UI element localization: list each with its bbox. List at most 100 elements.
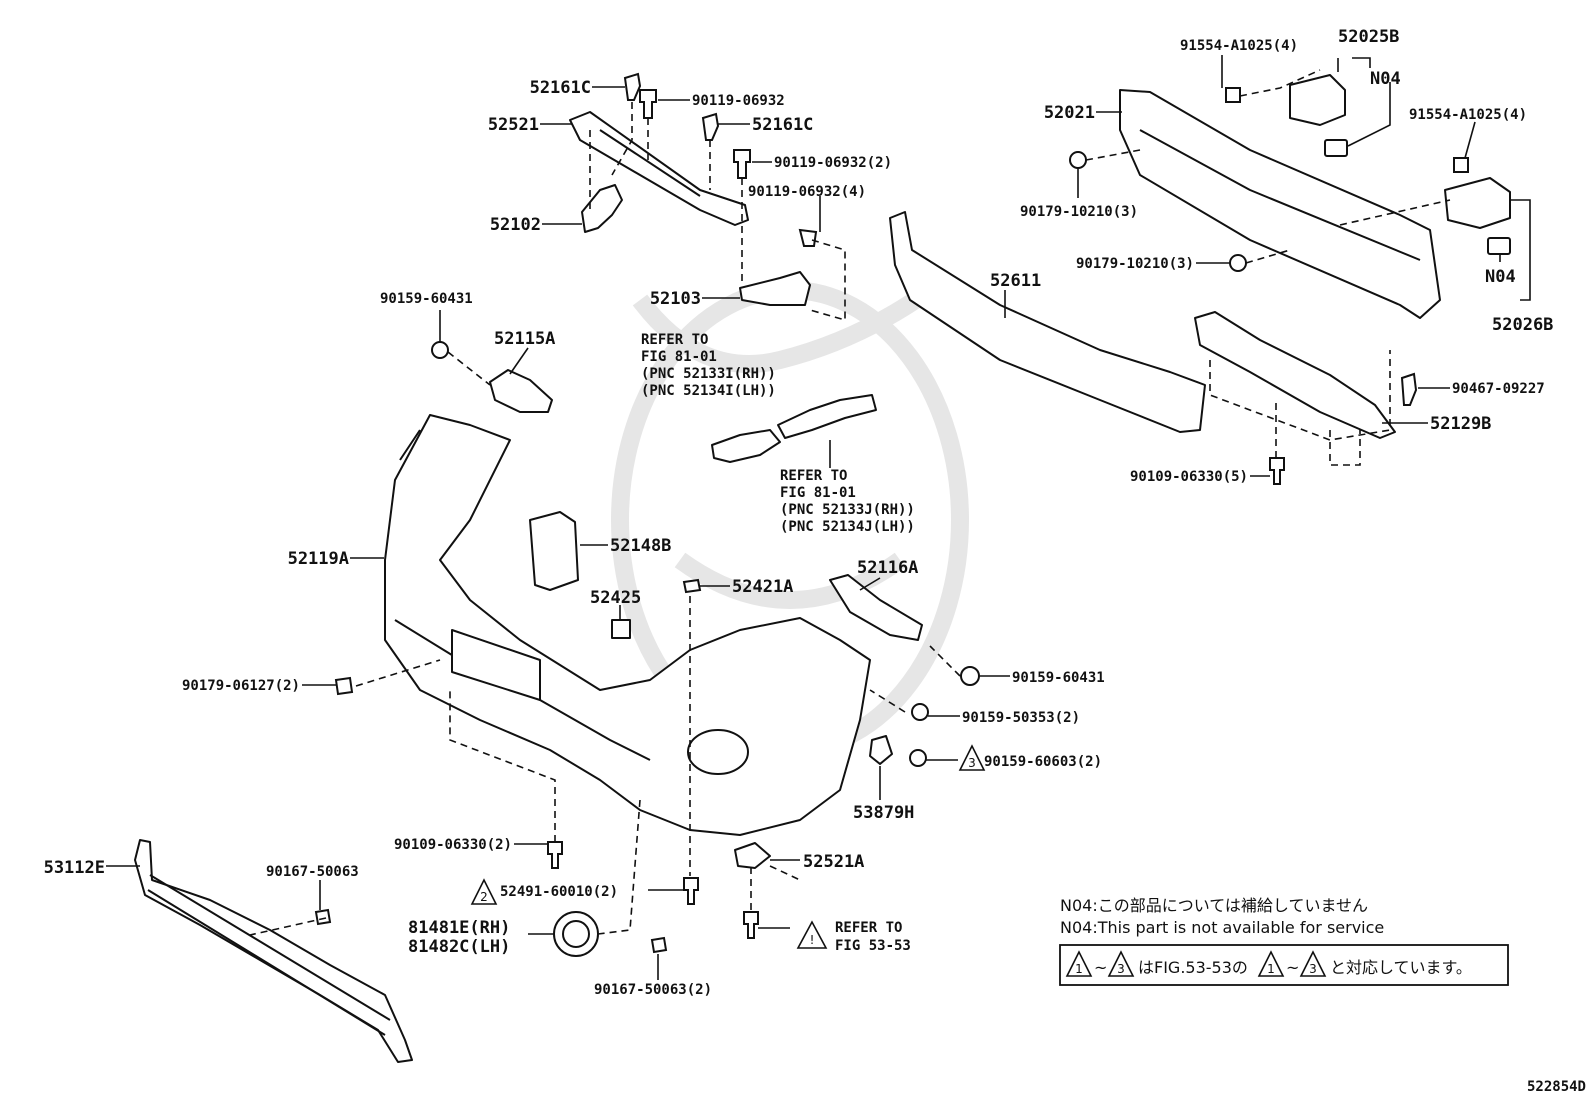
bolt-90119-top-icon <box>639 89 657 119</box>
clip-90467-icon <box>1400 372 1418 406</box>
diagram-id: 522854D <box>1527 1079 1586 1095</box>
label-81481E: 81481E(RH) <box>408 918 510 938</box>
spacer-n04-top <box>1324 139 1348 157</box>
label-90167-50063-a: 90167-50063 <box>266 864 359 880</box>
note-box-mark-1a: 1 <box>1075 962 1083 976</box>
fog-cover-ring-inner <box>562 920 590 948</box>
refer-fig81-a-line3: (PNC 52133I(RH)) <box>641 366 776 382</box>
bolt-90109-2-icon <box>547 841 563 869</box>
refer-fig53-line2: FIG 53-53 <box>835 938 911 954</box>
reinforcement-52021-edge <box>1139 129 1421 261</box>
note-box-text-1: はFIG.53-53の <box>1138 958 1248 977</box>
license-bracket-shape <box>451 629 541 701</box>
harness-rh-shape <box>711 429 781 463</box>
bolt-90119-low-icon <box>798 228 818 247</box>
bolt-52491-icon <box>683 877 699 905</box>
pad-52425-shape <box>611 619 631 639</box>
refer-fig81-a: REFER TO FIG 81-01 (PNC 52133I(RH)) (PNC… <box>641 332 776 399</box>
label-52119A: 52119A <box>288 549 349 569</box>
bracket-52116A-shape <box>829 574 923 641</box>
label-90179-06127: 90179-06127(2) <box>182 678 300 694</box>
clip-53879H-shape <box>869 735 893 765</box>
label-52425: 52425 <box>590 588 641 608</box>
note-box-mark-3b: 3 <box>1309 962 1317 976</box>
absorber-52611-shape <box>889 211 1206 433</box>
spacer-n04-right <box>1487 237 1511 255</box>
label-52491-60010: 52491-60010(2) <box>500 884 618 900</box>
clip-52421A-icon <box>682 578 702 594</box>
note-box-mark-3a: 3 <box>1117 962 1125 976</box>
clip-90179-06127-icon <box>334 676 354 696</box>
note-n04-en: N04:This part is not available for servi… <box>1060 918 1384 937</box>
screw-90159-50353-icon <box>911 703 929 721</box>
refer-fig81-a-line4: (PNC 52134I(LH)) <box>641 383 776 399</box>
label-52148B: 52148B <box>610 536 671 556</box>
note-box-tilde-1: ~ <box>1094 958 1107 977</box>
triangle-warning-glyph: ! <box>810 933 815 947</box>
label-90119-06932-2: 90119-06932(2) <box>774 155 892 171</box>
label-90159-60431-b: 90159-60431 <box>1012 670 1105 686</box>
nut-90179-10210-b-icon <box>1229 254 1247 272</box>
reinforcement-52021-shape <box>1119 89 1441 319</box>
label-52161C-top: 52161C <box>530 78 591 98</box>
label-90179-10210-a: 90179-10210(3) <box>1020 204 1138 220</box>
plate-52148B-shape <box>529 511 579 591</box>
refer-fig53-line1: REFER TO <box>835 920 902 936</box>
label-52611: 52611 <box>990 271 1041 291</box>
refer-fig81-a-line1: REFER TO <box>641 332 708 348</box>
bracket-52115A-shape <box>489 369 553 413</box>
screw-90167-a-icon <box>314 908 332 926</box>
refer-fig81-b-line2: FIG 81-01 <box>780 485 856 501</box>
bracket-52102-shape <box>581 184 623 233</box>
label-90109-06330-2: 90109-06330(2) <box>394 837 512 853</box>
label-52129B: 52129B <box>1430 414 1491 434</box>
label-52421A: 52421A <box>732 577 793 597</box>
retainer-52521-rib <box>599 129 701 197</box>
note-box-tilde-2: ~ <box>1286 958 1299 977</box>
screw-90159-60603-icon <box>909 749 927 767</box>
clip-52161C-top-icon <box>623 72 642 101</box>
nut-90179-10210-a-icon <box>1069 151 1087 169</box>
label-52116A: 52116A <box>857 558 918 578</box>
label-90119-06932-a: 90119-06932 <box>692 93 785 109</box>
bracket-52103-shape <box>739 271 811 306</box>
note-n04-jp: N04:この部品については補給していません <box>1060 896 1368 915</box>
clip-52161C-mid-icon <box>701 112 720 141</box>
label-90179-10210-b: 90179-10210(3) <box>1076 256 1194 272</box>
leader-lines <box>106 55 1531 980</box>
label-53112E: 53112E <box>44 858 105 878</box>
nut-90159-60431-b-icon <box>960 666 980 686</box>
label-90467-09227: 90467-09227 <box>1452 381 1545 397</box>
label-90167-50063-2: 90167-50063(2) <box>594 982 712 998</box>
label-90159-50353: 90159-50353(2) <box>962 710 1080 726</box>
label-52521A: 52521A <box>803 852 864 872</box>
refer-fig81-b-line4: (PNC 52134J(LH)) <box>780 519 915 535</box>
bolt-90119-mid-icon <box>733 149 751 179</box>
screw-90167-2-icon <box>650 936 668 954</box>
bolt-91554-right-icon <box>1453 157 1469 173</box>
clip-52521A-shape <box>734 842 771 869</box>
label-90159-60431-a: 90159-60431 <box>380 291 473 307</box>
bracket-52026B-shape <box>1444 177 1511 229</box>
nut-90159-60431-a-icon <box>431 341 449 359</box>
triangle-mark-3-text: 3 <box>968 756 976 770</box>
label-90159-60603: 90159-60603(2) <box>984 754 1102 770</box>
note-box: 1 ~ 3 はFIG.53-53の 1 ~ 3 と対応しています。 <box>1059 944 1509 986</box>
triangle-warning-fig53: ! <box>796 920 828 949</box>
label-91554-right: 91554-A1025(4) <box>1409 107 1527 123</box>
fog-housing-shape <box>687 729 749 775</box>
label-52115A: 52115A <box>494 329 555 349</box>
label-90109-06330-5: 90109-06330(5) <box>1130 469 1248 485</box>
refer-fig53: REFER TO FIG 53-53 <box>835 920 911 954</box>
harness-lh-shape <box>777 394 877 439</box>
bracket-52025B-shape <box>1289 74 1346 126</box>
refer-fig81-b-line3: (PNC 52133J(RH)) <box>780 502 915 518</box>
label-90119-06932-4: 90119-06932(4) <box>748 184 866 200</box>
grille-53112E-slot-1 <box>149 874 391 1021</box>
label-52521: 52521 <box>488 115 539 135</box>
assembly-dashes <box>249 69 1451 936</box>
refer-fig81-b: REFER TO FIG 81-01 (PNC 52133J(RH)) (PNC… <box>780 440 915 535</box>
label-52025B: 52025B <box>1338 27 1399 47</box>
grille-53112E-shape <box>134 839 413 1063</box>
